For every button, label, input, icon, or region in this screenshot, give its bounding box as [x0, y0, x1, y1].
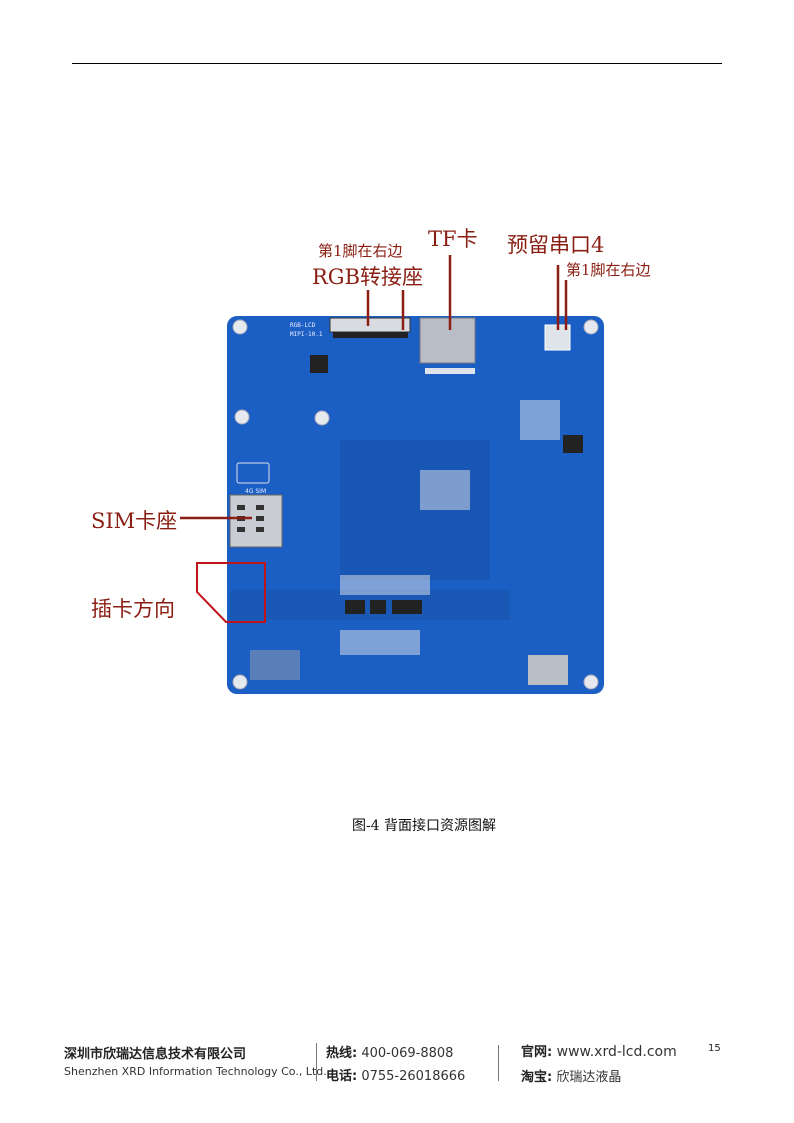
tf-card-label: TF卡	[428, 227, 478, 251]
rgb-connector-label: RGB转接座	[312, 265, 424, 289]
hotline: 400-069-8808	[361, 1046, 454, 1061]
figure-caption: 图-4 背面接口资源图解	[351, 818, 497, 834]
phone: 0755-26018666	[361, 1069, 466, 1084]
taobao-label: 淘宝:	[521, 1070, 553, 1085]
sim-socket-label: SIM卡座	[91, 509, 178, 533]
phone-label: 电话:	[326, 1069, 358, 1084]
mount-hole	[583, 319, 599, 335]
hotline-label: 热线:	[326, 1046, 358, 1061]
website-label: 官网:	[521, 1045, 553, 1060]
rgb-connector	[329, 317, 411, 333]
sim-silk: 4G SIM	[245, 488, 266, 495]
footer-divider	[498, 1045, 499, 1081]
footer-divider	[316, 1043, 317, 1081]
tf-slot	[419, 317, 476, 364]
rgb-pin1-label: 第1脚在右边	[318, 242, 403, 260]
svg-text:RGB-LCD: RGB-LCD	[290, 322, 316, 329]
svg-text:MIPI-10.1: MIPI-10.1	[290, 331, 323, 338]
reserved-uart-label: 预留串口4	[507, 233, 605, 257]
taobao-store: 欣瑞达液晶	[556, 1070, 622, 1085]
page-number: 15	[708, 1043, 721, 1054]
website-link[interactable]: www.xrd-lcd.com	[556, 1044, 677, 1060]
company-name-cn: 深圳市欣瑞达信息技术有限公司	[64, 1047, 247, 1062]
company-name-en: Shenzhen XRD Information Technology Co.,…	[64, 1065, 327, 1078]
insert-direction-marker	[196, 562, 266, 623]
mount-hole	[232, 674, 248, 690]
mount-hole	[583, 674, 599, 690]
uart-pin1-label: 第1脚在右边	[566, 261, 651, 279]
mount-hole	[232, 319, 248, 335]
insert-direction-label: 插卡方向	[91, 597, 175, 621]
header-rule	[72, 63, 722, 64]
board-figure: 4G SIM RGB-LCD MIPI-10.1	[180, 255, 604, 694]
